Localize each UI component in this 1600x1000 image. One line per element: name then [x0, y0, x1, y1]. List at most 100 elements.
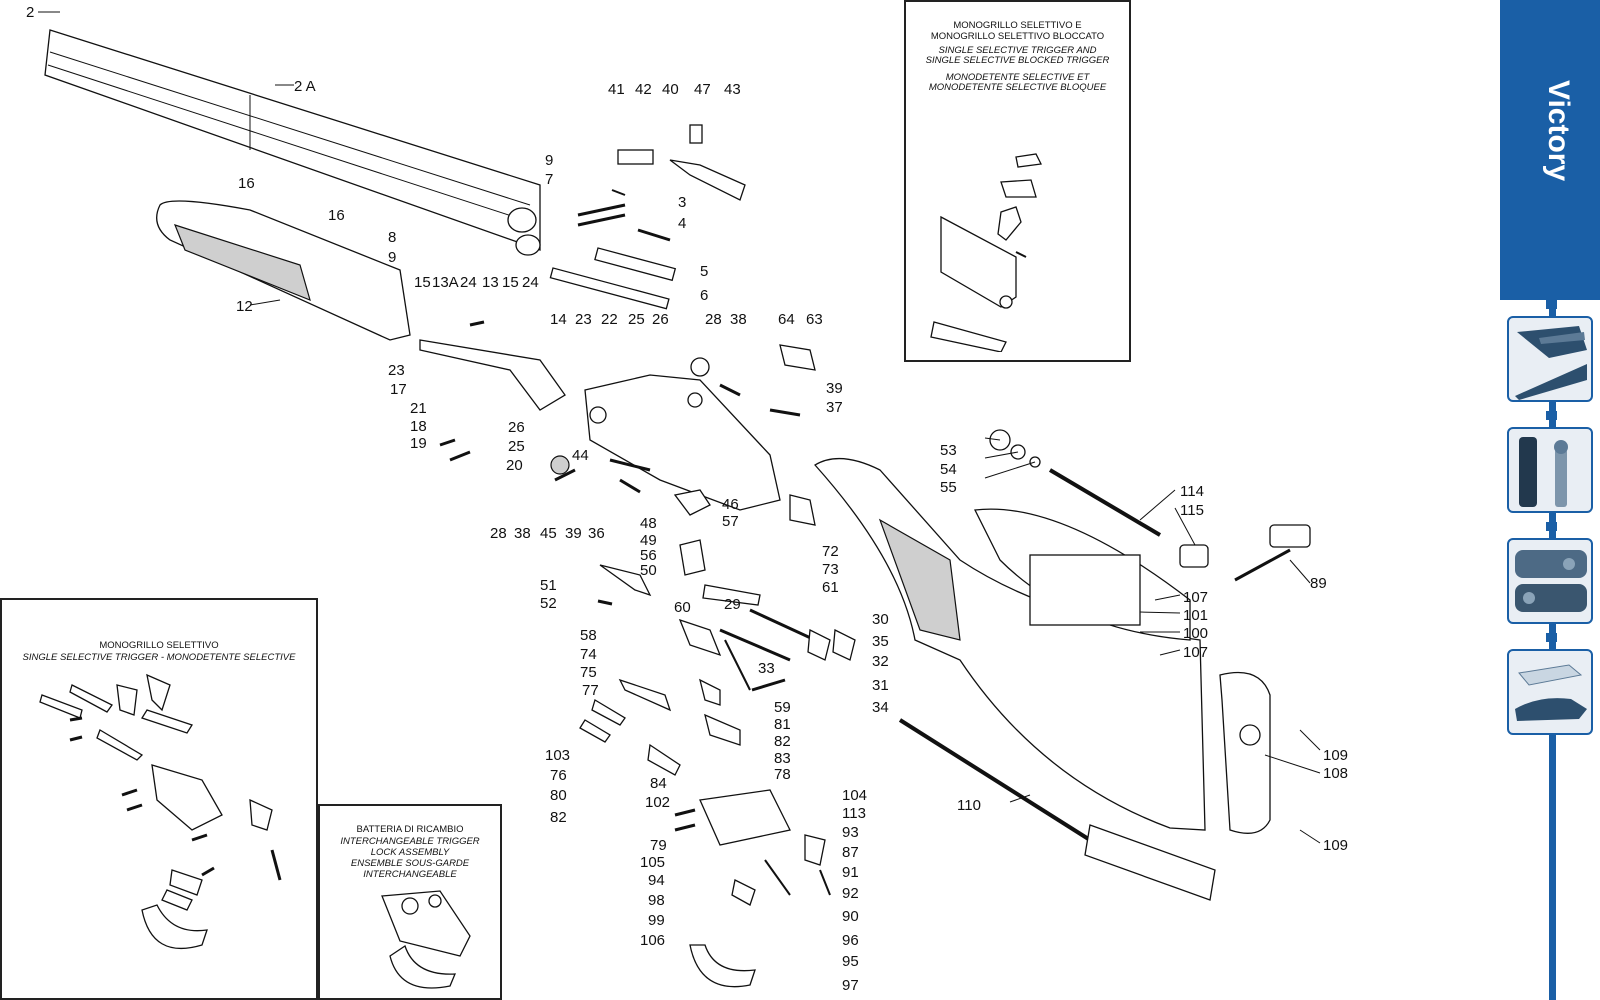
rail-dot	[1546, 411, 1557, 420]
callout-94: 94	[648, 872, 665, 889]
buttplate	[1219, 671, 1271, 834]
inset-selective-trigger: MONOGRILLO SELETTIVO SINGLE SELECTIVE TR…	[0, 598, 318, 1000]
callout-100: 100	[1183, 625, 1208, 642]
thumb-case[interactable]	[1507, 538, 1593, 624]
inset-blocked-italic-4: MONODETENTE SELECTIVE BLOQUEE	[928, 82, 1107, 93]
callout-25: 25	[628, 311, 645, 328]
callout-4: 4	[678, 215, 686, 232]
thumb-bag[interactable]	[1507, 649, 1593, 735]
callout-60: 60	[674, 599, 691, 616]
receiver	[584, 374, 781, 511]
callout-23: 23	[575, 311, 592, 328]
callout-28: 28	[705, 311, 722, 328]
callout-31: 31	[872, 677, 889, 694]
callout-9: 9	[388, 249, 396, 266]
callout-36: 36	[588, 525, 605, 542]
callout-38b: 38	[514, 525, 531, 542]
gun-case-thumbnail-icon	[1515, 550, 1587, 612]
callout-17: 17	[390, 381, 407, 398]
inset-selective-parts	[39, 673, 282, 950]
callout-16: 16	[238, 175, 255, 192]
callout-51: 51	[540, 577, 557, 594]
callout-49: 49	[640, 532, 657, 549]
callout-26: 26	[652, 311, 669, 328]
callout-7: 7	[545, 171, 553, 188]
inset-lock-italic-1: INTERCHANGEABLE TRIGGER	[340, 836, 480, 847]
callout-14: 14	[550, 311, 567, 328]
callout-73: 73	[822, 561, 839, 578]
callout-2a: 2 A	[294, 78, 316, 95]
callout-40: 40	[662, 81, 679, 98]
callout-15: 15	[414, 274, 431, 291]
callout-47: 47	[694, 81, 711, 98]
callout-15b: 15	[502, 274, 519, 291]
callout-8: 8	[388, 229, 396, 246]
callout-22: 22	[601, 311, 618, 328]
inset-blocked-line-1: MONOGRILLO SELETTIVO E	[953, 20, 1082, 31]
callout-72: 72	[822, 543, 839, 560]
inset-lock-italic-2: LOCK ASSEMBLY	[370, 847, 450, 858]
callout-32: 32	[872, 653, 889, 670]
callout-41: 41	[608, 81, 625, 98]
top-lever-parts	[419, 124, 816, 526]
callout-76: 76	[550, 767, 567, 784]
callout-57: 57	[722, 513, 739, 530]
callout-5: 5	[700, 263, 708, 280]
callout-110: 110	[957, 797, 981, 814]
callout-59: 59	[774, 699, 791, 716]
inset-blocked-parts	[930, 153, 1042, 352]
callout-81: 81	[774, 716, 791, 733]
callout-2: 2	[26, 4, 34, 21]
rail-dot	[1546, 522, 1557, 531]
callout-23b: 23	[388, 362, 405, 379]
callout-74: 74	[580, 646, 597, 663]
inset-blocked-italic-2: SINGLE SELECTIVE BLOCKED TRIGGER	[925, 55, 1110, 66]
stock	[813, 457, 1206, 831]
inset-blocked-italic-3: MONODETENTE SELECTIVE ET	[945, 72, 1090, 83]
thumb-gun[interactable]	[1507, 316, 1593, 402]
callout-13a: 13A	[432, 274, 459, 291]
callout-77: 77	[582, 682, 599, 699]
callout-91: 91	[842, 864, 859, 881]
callout-64: 64	[778, 311, 795, 328]
rail-dot	[1546, 633, 1557, 642]
inset-lock-parts	[381, 890, 471, 989]
inset-lock-assembly: BATTERIA DI RICAMBIO INTERCHANGEABLE TRI…	[318, 804, 502, 1000]
callout-12: 12	[236, 298, 253, 315]
choke-tubes-thumbnail-icon	[1519, 437, 1568, 507]
callout-46: 46	[722, 496, 739, 513]
callout-29: 29	[724, 596, 741, 613]
callout-107b: 107	[1183, 644, 1208, 661]
callout-84: 84	[650, 775, 667, 792]
inset-lock-italic-4: INTERCHANGEABLE	[363, 869, 457, 880]
callout-20: 20	[506, 457, 523, 474]
callout-38: 38	[730, 311, 747, 328]
inset-blocked-italic-1: SINGLE SELECTIVE TRIGGER AND	[938, 45, 1097, 56]
forend	[156, 200, 411, 341]
callout-82b: 82	[550, 809, 567, 826]
callout-106: 106	[640, 932, 665, 949]
callout-24b: 24	[522, 274, 539, 291]
brand-title: Victory	[1542, 80, 1575, 182]
callout-26b: 26	[508, 419, 525, 436]
trigger-guard	[689, 789, 791, 988]
callout-75: 75	[580, 664, 597, 681]
callout-35: 35	[872, 633, 889, 650]
thumb-chokes[interactable]	[1507, 427, 1593, 513]
callout-24: 24	[460, 274, 477, 291]
inset-blocked-trigger: MONOGRILLO SELETTIVO E MONOGRILLO SELETT…	[904, 0, 1131, 362]
callout-107: 107	[1183, 589, 1208, 606]
callout-37: 37	[826, 399, 843, 416]
callout-16b: 16	[328, 207, 345, 224]
callout-56: 56	[640, 547, 657, 564]
callout-3: 3	[678, 194, 686, 211]
callout-25b: 25	[508, 438, 525, 455]
callout-6: 6	[700, 287, 708, 304]
callout-103: 103	[545, 747, 570, 764]
callout-83: 83	[774, 750, 791, 767]
inset-lock-italic-3: ENSEMBLE SOUS-GARDE	[350, 858, 470, 869]
callout-54: 54	[940, 461, 957, 478]
inset-selective-title: MONOGRILLO SELETTIVO	[99, 640, 219, 651]
callout-93: 93	[842, 824, 859, 841]
callout-105: 105	[640, 854, 665, 871]
